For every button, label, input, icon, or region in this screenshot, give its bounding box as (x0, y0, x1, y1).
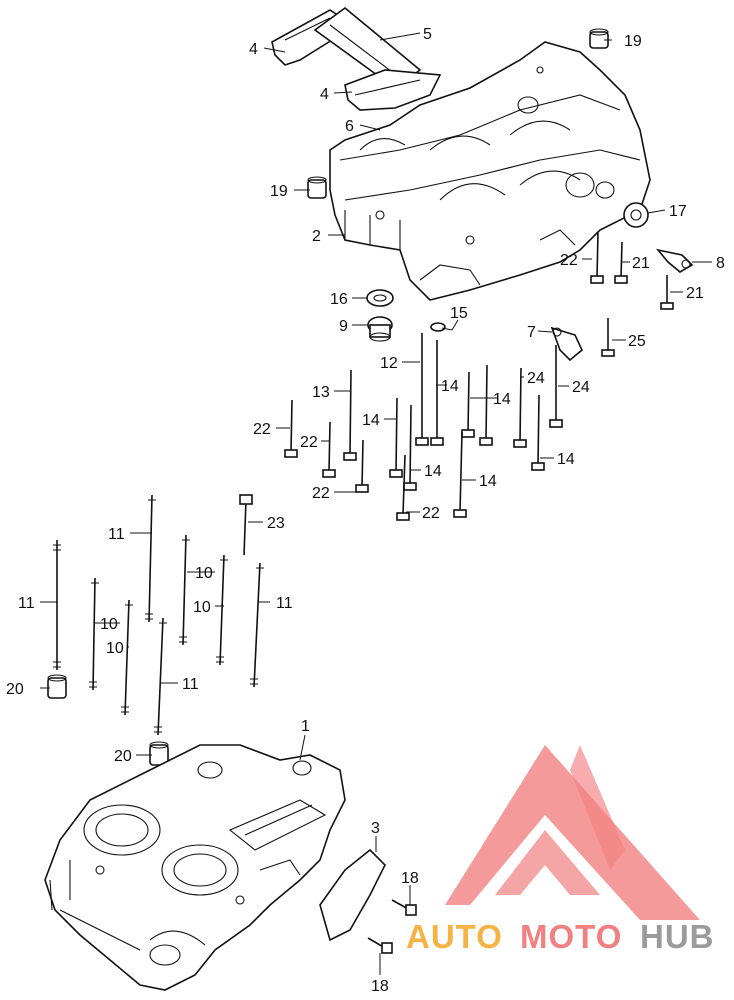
callout-11-a: 11 (108, 526, 125, 543)
callout-10-b: 10 (193, 599, 211, 616)
callout-23: 23 (267, 515, 285, 532)
callout-10-a: 10 (195, 565, 213, 582)
bracket-8 (655, 248, 694, 273)
callout-18-lower: 18 (371, 978, 389, 995)
callout-14-e: 14 (479, 473, 497, 490)
callout-11-b: 11 (18, 595, 35, 612)
callout-4-lower: 4 (320, 86, 329, 103)
callout-18-upper: 18 (401, 870, 419, 887)
callout-9: 9 (339, 318, 348, 335)
watermark-logo-triangle (445, 745, 700, 920)
callout-11-d: 11 (182, 676, 199, 693)
dowel-pin-20-left (47, 674, 67, 699)
bolt-18-lower (367, 937, 393, 954)
cylinder-studs-group (53, 494, 264, 736)
watermark-logo-g (570, 745, 625, 870)
breather-plate (313, 6, 422, 89)
plug-9 (367, 316, 393, 342)
watermark-logo-inner (495, 830, 600, 895)
callout-7: 7 (527, 324, 536, 341)
dowel-pin-19-top (589, 28, 609, 49)
bolt-25 (601, 318, 615, 357)
callout-21-b: 21 (686, 285, 704, 302)
callout-12: 12 (380, 355, 398, 372)
watermark-moto: MOTO (520, 918, 622, 955)
callout-16: 16 (330, 291, 348, 308)
bolt-22-right (590, 231, 604, 284)
callout-22-right: 22 (560, 252, 578, 269)
upper-crankcase (329, 41, 651, 301)
oil-seal-17 (623, 202, 649, 228)
oil-seal-16 (366, 289, 394, 307)
bolt-18-upper (391, 899, 417, 916)
callout-14-d: 14 (424, 463, 442, 480)
callout-11-c: 11 (276, 595, 293, 612)
callout-22-bottom: 22 (422, 505, 440, 522)
dowel-pin-19-left (307, 176, 327, 199)
dowel-pin-20-case (149, 741, 169, 766)
callout-14-c: 14 (362, 412, 380, 429)
callout-10-d: 10 (106, 640, 124, 657)
callout-6: 6 (345, 118, 354, 135)
callout-21-a: 21 (632, 255, 650, 272)
leader-lines (40, 32, 712, 975)
callout-5: 5 (423, 26, 432, 43)
callout-17: 17 (669, 203, 687, 220)
callout-24-b: 24 (572, 379, 590, 396)
bolt-21-a (614, 241, 628, 284)
cover-3 (319, 848, 386, 942)
callout-3: 3 (371, 820, 380, 837)
bracket-7 (550, 326, 583, 362)
breather-cover-lower (344, 69, 442, 111)
callout-10-c: 10 (100, 616, 118, 633)
callout-14-b: 14 (493, 391, 511, 408)
lower-crankcase (44, 744, 346, 991)
callout-8: 8 (716, 255, 725, 272)
washer-15 (430, 322, 446, 332)
callout-20-left: 20 (6, 681, 24, 698)
callout-22-left: 22 (253, 421, 271, 438)
callout-19-left: 19 (270, 183, 288, 200)
watermark-auto: AUTO (406, 918, 503, 955)
automotohub-watermark: AUTO MOTO HUB (406, 745, 715, 955)
callout-20-case: 20 (114, 748, 132, 765)
callout-24-a: 24 (527, 370, 545, 387)
callout-labels: 4 5 4 6 19 19 2 17 22 21 8 21 16 9 15 7 … (6, 26, 725, 995)
callout-22-mid: 22 (300, 434, 318, 451)
callout-22-low: 22 (312, 485, 330, 502)
callout-1: 1 (301, 718, 310, 735)
bolt-21-b (660, 275, 674, 310)
callout-25: 25 (628, 333, 646, 350)
callout-2: 2 (312, 228, 321, 245)
callout-4-upper: 4 (249, 41, 258, 58)
callout-19-top: 19 (624, 33, 642, 50)
watermark-hub: HUB (640, 918, 715, 955)
callout-13: 13 (312, 384, 330, 401)
callout-15: 15 (450, 305, 468, 322)
crankcase-bolts-group (284, 333, 563, 521)
callout-14-a: 14 (441, 378, 459, 395)
callout-14-f: 14 (557, 451, 575, 468)
